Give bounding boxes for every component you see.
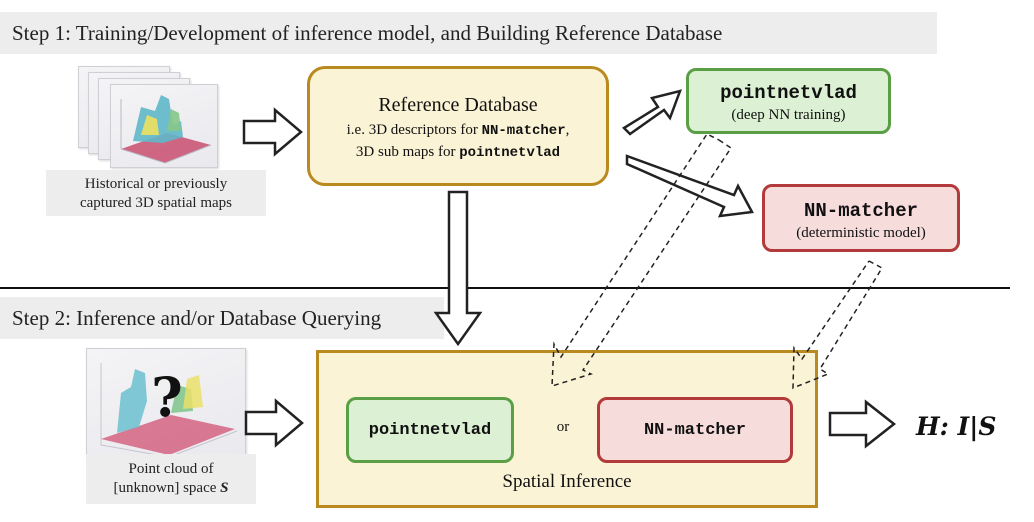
query-caption: Point cloud of [unknown] space S bbox=[86, 454, 256, 504]
historical-maps-caption: Historical or previously captured 3D spa… bbox=[46, 170, 266, 216]
step2-header: Step 2: Inference and/or Database Queryi… bbox=[0, 297, 444, 339]
query-point-cloud-image: ? bbox=[86, 348, 246, 460]
output-hypothesis-label: H: I|S bbox=[916, 412, 997, 441]
step2-title: Step 2: Inference and/or Database Queryi… bbox=[12, 305, 382, 330]
dashed-arrow-pointnetvlad-to-inference bbox=[551, 133, 733, 388]
point-cloud-plot-graphic bbox=[120, 95, 212, 164]
spatial-inference-box: pointnetvlad or NN-matcher Spatial Infer… bbox=[316, 350, 818, 508]
arrow-database-to-nnmatcher-model bbox=[625, 154, 754, 218]
reference-db-pointnetvlad-code: pointnetvlad bbox=[459, 145, 561, 161]
historical-caption-line1: Historical or previously bbox=[84, 176, 228, 192]
inference-pointnetvlad-box: pointnetvlad bbox=[346, 397, 514, 463]
query-caption-prefix: [unknown] space bbox=[113, 480, 221, 496]
historical-maps-stack bbox=[78, 66, 218, 168]
nnmatcher-model-subtitle: (deterministic model) bbox=[796, 225, 926, 241]
reference-database-line2: i.e. 3D descriptors for NN-matcher, bbox=[310, 120, 606, 142]
pointnetvlad-training-name: pointnetvlad bbox=[720, 82, 857, 104]
nnmatcher-model-box: NN-matcher (deterministic model) bbox=[762, 184, 960, 252]
unknown-question-mark: ? bbox=[151, 365, 183, 429]
spatial-inference-label: Spatial Inference bbox=[502, 471, 632, 492]
arrow-database-to-pointnetvlad-training bbox=[621, 89, 682, 136]
step1-header: Step 1: Training/Development of inferenc… bbox=[0, 12, 937, 54]
pointnetvlad-training-subtitle: (deep NN training) bbox=[731, 107, 846, 123]
query-caption-line1: Point cloud of bbox=[128, 461, 214, 477]
inference-nnmatcher-label: NN-matcher bbox=[643, 420, 747, 440]
dashed-arrow-nnmatcher-to-inference bbox=[792, 260, 884, 390]
nnmatcher-model-name: NN-matcher bbox=[803, 200, 919, 222]
query-caption-line2: [unknown] space S bbox=[86, 479, 256, 498]
reference-database-title: Reference Database bbox=[378, 94, 538, 116]
historical-caption-line2: captured 3D spatial maps bbox=[79, 195, 233, 211]
reference-database-line3: 3D sub maps for pointnetvlad bbox=[310, 142, 606, 164]
step-divider-line bbox=[0, 287, 1010, 289]
arrow-database-to-inference bbox=[433, 190, 483, 347]
step1-title: Step 1: Training/Development of inferenc… bbox=[12, 20, 723, 45]
reference-database-box: Reference Database i.e. 3D descriptors f… bbox=[307, 66, 609, 186]
query-point-cloud-graphic bbox=[100, 363, 238, 458]
map-thumbnail-front bbox=[110, 84, 218, 168]
or-label: or bbox=[556, 419, 570, 435]
reference-db-line2-prefix: i.e. 3D descriptors for bbox=[346, 122, 482, 138]
pointnetvlad-training-box: pointnetvlad (deep NN training) bbox=[686, 68, 891, 134]
arrow-inference-to-output bbox=[828, 399, 897, 449]
query-space-variable: S bbox=[220, 480, 229, 496]
inference-nnmatcher-box: NN-matcher bbox=[597, 397, 793, 463]
reference-db-nnmatcher-code: NN-matcher bbox=[481, 123, 566, 139]
inference-pointnetvlad-label: pointnetvlad bbox=[368, 420, 492, 440]
arrow-query-to-inference bbox=[244, 398, 304, 448]
arrow-maps-to-database bbox=[242, 107, 303, 157]
reference-db-line2-suffix: , bbox=[565, 122, 570, 138]
reference-db-line3-prefix: 3D sub maps for bbox=[355, 144, 460, 160]
